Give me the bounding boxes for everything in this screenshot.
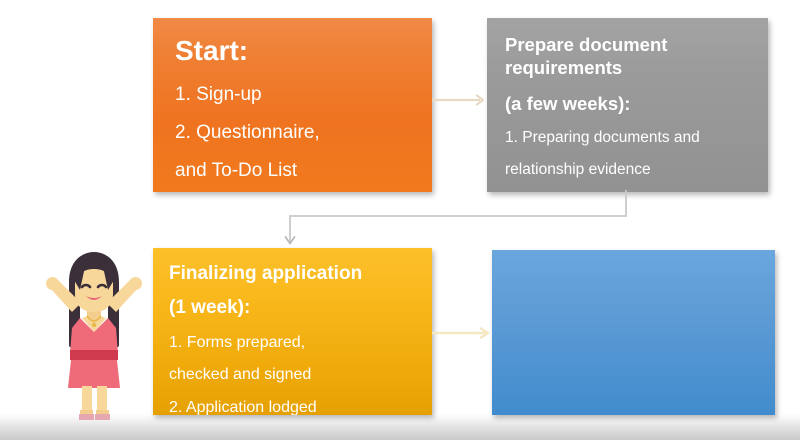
prepare-duration: (a few weeks):	[505, 93, 631, 115]
bottom-gradient-band	[0, 414, 800, 440]
finalizing-item-1-line-2: checked and signed	[169, 366, 312, 384]
hair-front	[74, 255, 114, 290]
process-box-blue-empty[interactable]	[492, 250, 775, 415]
process-box-finalizing-application[interactable]: Finalizing application (1 week): 1. Form…	[153, 248, 432, 415]
face	[75, 258, 113, 312]
finalizing-items: 1. Forms prepared, checked and signed 2.…	[169, 332, 418, 415]
prepare-title-line-1: Prepare document	[505, 34, 668, 55]
necklace	[86, 315, 102, 328]
shoes	[79, 414, 110, 420]
finalizing-item-1-line-1: 1. Forms prepared,	[169, 334, 306, 352]
start-item-1: 1. Sign-up	[175, 84, 262, 106]
start-title: Start:	[175, 35, 249, 66]
right-arm	[107, 277, 142, 312]
prepare-title-line-2: requirements	[505, 56, 623, 78]
connector-start-to-prepare	[432, 93, 488, 106]
process-box-prepare-documents[interactable]: Prepare document requirements (a few wee…	[487, 18, 768, 192]
start-item-3: and To-Do List	[175, 160, 298, 182]
prepare-item-1-line-1: 1. Preparing documents and	[505, 128, 700, 146]
finalizing-title: Finalizing application	[169, 263, 363, 284]
legs	[80, 386, 109, 415]
finalizing-item-2: 2. Application lodged	[169, 398, 317, 415]
celebrating-woman-illustration	[36, 250, 152, 422]
connector-finalizing-to-blue	[432, 326, 493, 339]
prepare-item-1-line-2: relationship evidence	[505, 161, 651, 179]
process-box-start[interactable]: Start: 1. Sign-up 2. Questionnaire, and …	[153, 18, 432, 192]
dress	[68, 316, 120, 388]
start-item-2: 2. Questionnaire,	[175, 122, 320, 144]
connector-prepare-to-finalizing	[283, 190, 633, 252]
finalizing-duration: (1 week):	[169, 297, 251, 319]
left-arm	[46, 277, 81, 312]
